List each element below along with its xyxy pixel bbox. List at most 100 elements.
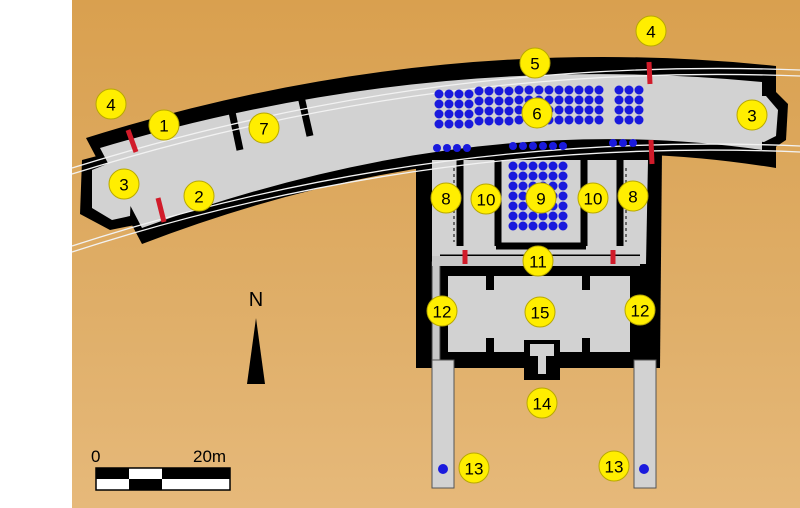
column-dot: [518, 221, 528, 231]
column-dot: [634, 85, 644, 95]
column-dot: [528, 161, 538, 171]
column-dot: [609, 139, 617, 147]
marker-number: 8: [628, 188, 637, 207]
passage-west-shaft: [431, 359, 455, 489]
marker-circle: [521, 97, 553, 129]
column-dot: [554, 105, 564, 115]
column-dot: [614, 105, 624, 115]
column-dot: [574, 115, 584, 125]
column-dot: [548, 221, 558, 231]
marker-number: 6: [532, 105, 541, 124]
column-dot: [518, 171, 528, 181]
column-dot: [484, 106, 494, 116]
marker-number: 14: [533, 395, 552, 414]
north-label: N: [249, 289, 263, 311]
scale-start-label: 0: [91, 447, 100, 466]
column-dot: [444, 119, 454, 129]
column-dot: [464, 119, 474, 129]
column-dot: [614, 85, 624, 95]
column-dot: [508, 171, 518, 181]
column-dot: [514, 95, 524, 105]
column-dot: [594, 115, 604, 125]
marker-circle: [430, 182, 462, 214]
column-dot: [614, 115, 624, 125]
column-dot: [544, 85, 554, 95]
column-dot: [494, 86, 504, 96]
column-dot: [474, 86, 484, 96]
column-dot: [538, 211, 548, 221]
marker-circle: [736, 99, 768, 131]
column-dot: [624, 85, 634, 95]
column-dot: [624, 95, 634, 105]
column-dot: [528, 211, 538, 221]
column-dot: [619, 139, 627, 147]
column-dot: [454, 99, 464, 109]
room-marker-10: 10: [470, 183, 502, 215]
column-dot: [634, 95, 644, 105]
column-dot: [614, 95, 624, 105]
column-dot: [548, 171, 558, 181]
column-dot: [484, 116, 494, 126]
column-dot: [518, 191, 528, 201]
column-dot: [514, 85, 524, 95]
scale-bar: 0 20m: [91, 447, 231, 491]
column-dot: [484, 96, 494, 106]
room-marker-14: 14: [526, 387, 558, 419]
marker-circle: [183, 180, 215, 212]
column-dot: [434, 119, 444, 129]
room-marker-3: 3: [108, 168, 140, 200]
column-dot: [508, 181, 518, 191]
marker-number: 3: [747, 107, 756, 126]
room-marker-12: 12: [624, 294, 656, 326]
column-dot: [444, 89, 454, 99]
column-dot: [504, 116, 514, 126]
column-dot: [433, 144, 441, 152]
column-dot: [518, 181, 528, 191]
column-dot: [524, 85, 534, 95]
column-dot: [538, 221, 548, 231]
column-dot: [463, 144, 471, 152]
column-dot: [474, 116, 484, 126]
column-dot: [494, 96, 504, 106]
marker-circle: [426, 295, 458, 327]
marker-number: 10: [477, 191, 496, 210]
marker-circle: [635, 15, 667, 47]
column-dot: [539, 142, 547, 150]
marker-circle: [577, 182, 609, 214]
column-dot: [518, 161, 528, 171]
column-dot: [558, 211, 568, 221]
column-dot: [454, 89, 464, 99]
marker-circle: [95, 88, 127, 120]
column-dot: [558, 161, 568, 171]
column-dot: [464, 99, 474, 109]
column-dot: [444, 99, 454, 109]
room-marker-6: 6: [521, 97, 553, 129]
marker-circle: [617, 180, 649, 212]
room-marker-13: 13: [598, 450, 630, 482]
marker-number: 13: [465, 460, 484, 479]
passage-end-west: [438, 464, 448, 474]
column-dot: [594, 85, 604, 95]
column-dot: [558, 201, 568, 211]
room-marker-13: 13: [458, 452, 490, 484]
marker-number: 8: [441, 190, 450, 209]
room-marker-4: 4: [635, 15, 667, 47]
marker-number: 15: [531, 304, 550, 323]
column-dot: [558, 221, 568, 231]
column-dot: [434, 109, 444, 119]
room-marker-2: 2: [183, 180, 215, 212]
room-marker-7: 7: [248, 112, 280, 144]
scale-end-label: 20m: [193, 447, 226, 466]
niche-14-floor: [530, 344, 554, 374]
column-dot: [634, 115, 644, 125]
room-marker-5: 5: [519, 47, 551, 79]
column-dot: [434, 99, 444, 109]
column-dot: [549, 142, 557, 150]
marker-circle: [522, 245, 554, 277]
marker-circle: [248, 112, 280, 144]
column-dot: [508, 221, 518, 231]
column-dot: [584, 95, 594, 105]
column-dot: [624, 115, 634, 125]
column-dot: [454, 109, 464, 119]
column-dot: [574, 95, 584, 105]
